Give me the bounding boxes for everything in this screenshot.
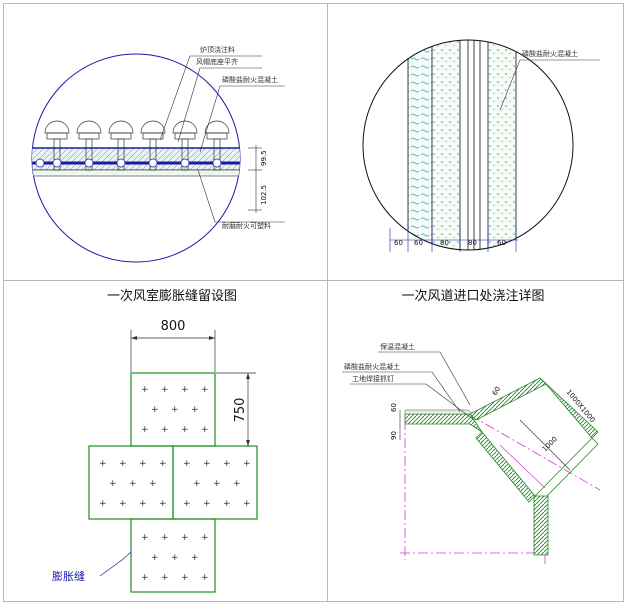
svg-text:+: + — [139, 499, 147, 509]
air-caps — [35, 120, 230, 171]
dim-80-a: 80 — [440, 239, 449, 247]
label-site-welded-anchors: 工地焊接抓钉 — [352, 374, 394, 383]
dim-1000: 1000 — [541, 435, 559, 453]
svg-text:+: + — [119, 459, 127, 469]
svg-text:+: + — [161, 425, 169, 435]
svg-text:+: + — [201, 533, 209, 543]
svg-text:+: + — [203, 499, 211, 509]
dim-60-duct: 60 — [491, 385, 502, 397]
svg-text:+: + — [99, 499, 107, 509]
svg-text:+: + — [129, 479, 137, 489]
panel-top-left: 炉顶浇注料 风帽底座平齐 磷酸盐耐火混凝土 耐磨耐火可塑料 99.5 102.5 — [31, 45, 285, 263]
svg-text:+: + — [161, 385, 169, 395]
svg-text:+: + — [161, 533, 169, 543]
panel-top-right: 磷酸盐耐火混凝土 60 60 80 80 60 — [362, 39, 600, 252]
svg-text:+: + — [161, 573, 169, 583]
panel-bottom-right: 1000 1000X1000 60 60 90 保温混凝土 磷酸盐耐火混凝土 工… — [342, 342, 601, 565]
svg-text:+: + — [191, 553, 199, 563]
svg-text:+: + — [193, 479, 201, 489]
label-wear-resistant-plastic: 耐磨耐火可塑料 — [222, 221, 271, 230]
block-bottom — [130, 518, 216, 593]
label-phosphate-concrete-br: 磷酸盐耐火混凝土 — [344, 362, 400, 371]
label-furnace-top-castable: 炉顶浇注料 — [200, 45, 235, 54]
dim-800: 800 — [161, 319, 186, 334]
svg-text:+: + — [181, 533, 189, 543]
dim-80-b: 80 — [468, 239, 477, 247]
svg-text:+: + — [181, 425, 189, 435]
dim-60-a: 60 — [394, 239, 403, 247]
svg-text:+: + — [109, 479, 117, 489]
label-phosphate-concrete-tr: 磷酸盐耐火混凝土 — [522, 49, 578, 58]
dims-top-right — [389, 228, 518, 252]
caption-inlet-detail: 一次风道进口处浇注详图 — [401, 288, 544, 304]
svg-text:+: + — [139, 459, 147, 469]
svg-text:+: + — [203, 459, 211, 469]
dim-750: 750 — [233, 398, 248, 423]
dim-99-5: 99.5 — [260, 150, 268, 166]
svg-text:+: + — [181, 385, 189, 395]
svg-text:+: + — [201, 573, 209, 583]
label-expansion-joint: 膨胀缝 — [52, 569, 85, 583]
dim-90-left: 90 — [390, 431, 398, 440]
svg-text:+: + — [183, 499, 191, 509]
svg-text:+: + — [151, 553, 159, 563]
svg-text:+: + — [233, 479, 241, 489]
svg-text:+: + — [213, 479, 221, 489]
svg-text:+: + — [99, 459, 107, 469]
svg-text:+: + — [171, 405, 179, 415]
svg-text:+: + — [119, 499, 127, 509]
panel-bottom-left: ++++ +++ ++++ ++++ +++ ++++ ++++ +++ +++… — [52, 319, 258, 593]
svg-text:+: + — [183, 459, 191, 469]
svg-text:+: + — [141, 425, 149, 435]
svg-text:+: + — [171, 553, 179, 563]
svg-text:+: + — [243, 499, 251, 509]
reinforcement-marks: ++++ +++ ++++ ++++ +++ ++++ ++++ +++ +++… — [99, 385, 251, 583]
label-insulation-concrete: 保温混凝土 — [380, 342, 415, 351]
svg-text:+: + — [201, 425, 209, 435]
svg-text:+: + — [223, 459, 231, 469]
dim-60-b: 60 — [414, 239, 423, 247]
svg-text:+: + — [141, 385, 149, 395]
label-cap-base-flush: 风帽底座平齐 — [196, 57, 238, 66]
svg-text:+: + — [159, 459, 167, 469]
svg-text:+: + — [149, 479, 157, 489]
dim-60-left: 60 — [390, 403, 398, 412]
dim-102-5: 102.5 — [260, 185, 268, 205]
svg-text:+: + — [141, 573, 149, 583]
dims-top-left — [248, 145, 262, 213]
caption-expansion-joint: 一次风室膨胀缝留设图 — [107, 288, 237, 304]
svg-text:+: + — [151, 405, 159, 415]
svg-text:+: + — [141, 533, 149, 543]
svg-text:+: + — [223, 499, 231, 509]
svg-text:+: + — [201, 385, 209, 395]
dim-60-c: 60 — [497, 239, 506, 247]
svg-text:+: + — [243, 459, 251, 469]
svg-text:+: + — [159, 499, 167, 509]
svg-text:+: + — [181, 573, 189, 583]
label-phosphate-concrete: 磷酸盐耐火混凝土 — [222, 75, 278, 84]
panel-borders — [3, 3, 624, 602]
svg-text:+: + — [191, 405, 199, 415]
